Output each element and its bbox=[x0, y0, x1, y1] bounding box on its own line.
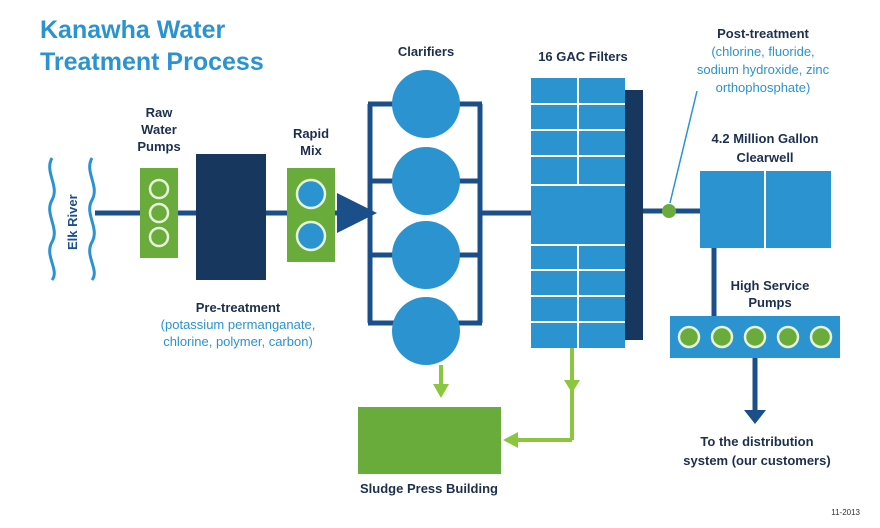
raw-water-pumps-label-2: Water bbox=[141, 122, 177, 137]
sludge-press-label: Sludge Press Building bbox=[360, 481, 498, 496]
raw-water-pumps-label-1: Raw bbox=[146, 105, 174, 120]
distribution-label-1: To the distribution bbox=[700, 434, 813, 449]
clarifier-4 bbox=[392, 297, 460, 365]
pre-treatment-block bbox=[196, 154, 266, 280]
clearwell-tank bbox=[700, 171, 831, 248]
clearwell-label-1: 4.2 Million Gallon bbox=[712, 131, 819, 146]
raw-water-pumps-label-3: Pumps bbox=[137, 139, 180, 154]
distribution-arrowhead bbox=[744, 410, 766, 424]
clarifier-manifold bbox=[367, 101, 483, 326]
pre-treatment-chemicals-2: chlorine, polymer, carbon) bbox=[163, 334, 313, 349]
sludge-arrowheads bbox=[433, 380, 580, 448]
post-treatment-pointer bbox=[669, 90, 698, 204]
distribution-label-2: system (our customers) bbox=[683, 453, 830, 468]
high-service-pumps bbox=[670, 316, 840, 358]
pre-treatment-heading: Pre-treatment bbox=[196, 300, 281, 315]
high-service-pumps-label-2: Pumps bbox=[748, 295, 791, 310]
elk-river-waves bbox=[48, 157, 96, 281]
post-treatment-injection-point bbox=[662, 204, 676, 218]
post-treatment-heading: Post-treatment bbox=[717, 26, 809, 41]
clearwell-label-2: Clearwell bbox=[736, 150, 793, 165]
rapid-mix-label-2: Mix bbox=[300, 143, 322, 158]
diagram-title-line-2: Treatment Process bbox=[40, 48, 264, 76]
date-code: 11-2013 bbox=[831, 508, 860, 517]
rapid-mix-label-1: Rapid bbox=[293, 126, 329, 141]
sludge-press-building bbox=[358, 407, 501, 474]
diagram-title-line-1: Kanawha Water bbox=[40, 16, 226, 44]
clarifier-1 bbox=[392, 70, 460, 138]
gac-filter-backwall bbox=[623, 90, 643, 340]
gac-filter-bank bbox=[531, 78, 625, 348]
post-treatment-chemicals-2: sodium hydroxide, zinc bbox=[697, 62, 830, 77]
pre-treatment-chemicals-1: (potassium permanganate, bbox=[161, 317, 316, 332]
gac-filters-label: 16 GAC Filters bbox=[538, 49, 628, 64]
post-treatment-chemicals-1: (chlorine, fluoride, bbox=[711, 44, 814, 59]
raw-water-pumps bbox=[140, 168, 178, 258]
post-treatment-chemicals-3: orthophosphate) bbox=[716, 80, 811, 95]
high-service-pumps-label-1: High Service bbox=[731, 278, 810, 293]
clarifiers bbox=[392, 70, 460, 365]
clarifier-3 bbox=[392, 221, 460, 289]
clarifiers-label: Clarifiers bbox=[398, 44, 454, 59]
main-pipe bbox=[95, 193, 758, 414]
clarifier-2 bbox=[392, 147, 460, 215]
elk-river-label: Elk River bbox=[65, 194, 80, 250]
rapid-mix-tank bbox=[287, 168, 335, 262]
